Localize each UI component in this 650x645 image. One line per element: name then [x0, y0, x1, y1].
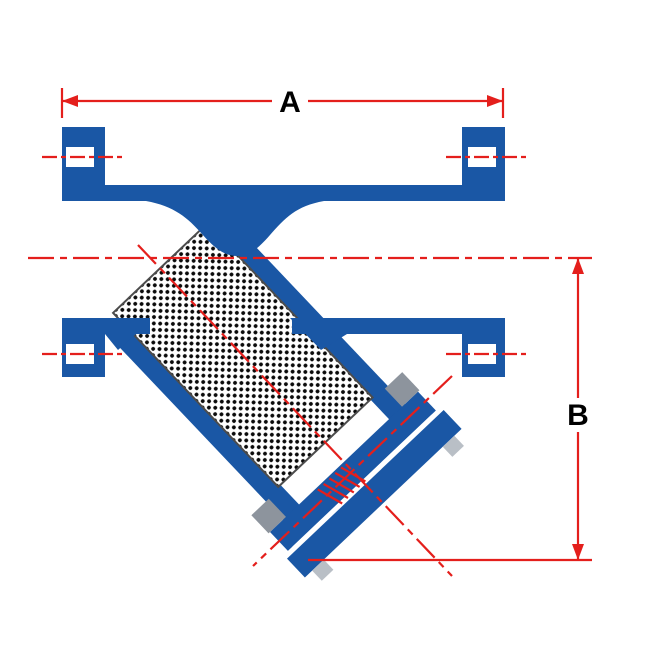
body-junction	[62, 201, 505, 350]
bottom-wall-left	[62, 318, 150, 334]
bolt-end-upper	[442, 435, 464, 457]
branch-centerline	[137, 244, 453, 577]
dim-b-label: B	[567, 399, 589, 432]
bolt-end-lower	[312, 559, 334, 581]
fillet-left	[105, 334, 136, 350]
dimension-a: A	[60, 86, 505, 119]
cap-bolt-centerline	[252, 375, 453, 567]
dimension-b: B	[308, 258, 592, 562]
dim-a-arrow-right	[487, 95, 503, 107]
bolt-head-lower	[251, 498, 286, 534]
inlet-funnel	[146, 201, 324, 256]
centerlines	[28, 155, 592, 577]
dim-b-arrow-top	[572, 258, 584, 274]
dim-b-arrow-bottom	[572, 544, 584, 560]
drain-plug-thread-hatch	[317, 466, 366, 505]
bolt-head-upper	[384, 372, 420, 407]
fillet-right	[290, 318, 347, 350]
cap-cover	[286, 409, 462, 578]
dim-a-label: A	[279, 86, 301, 119]
dim-a-arrow-left	[62, 95, 78, 107]
